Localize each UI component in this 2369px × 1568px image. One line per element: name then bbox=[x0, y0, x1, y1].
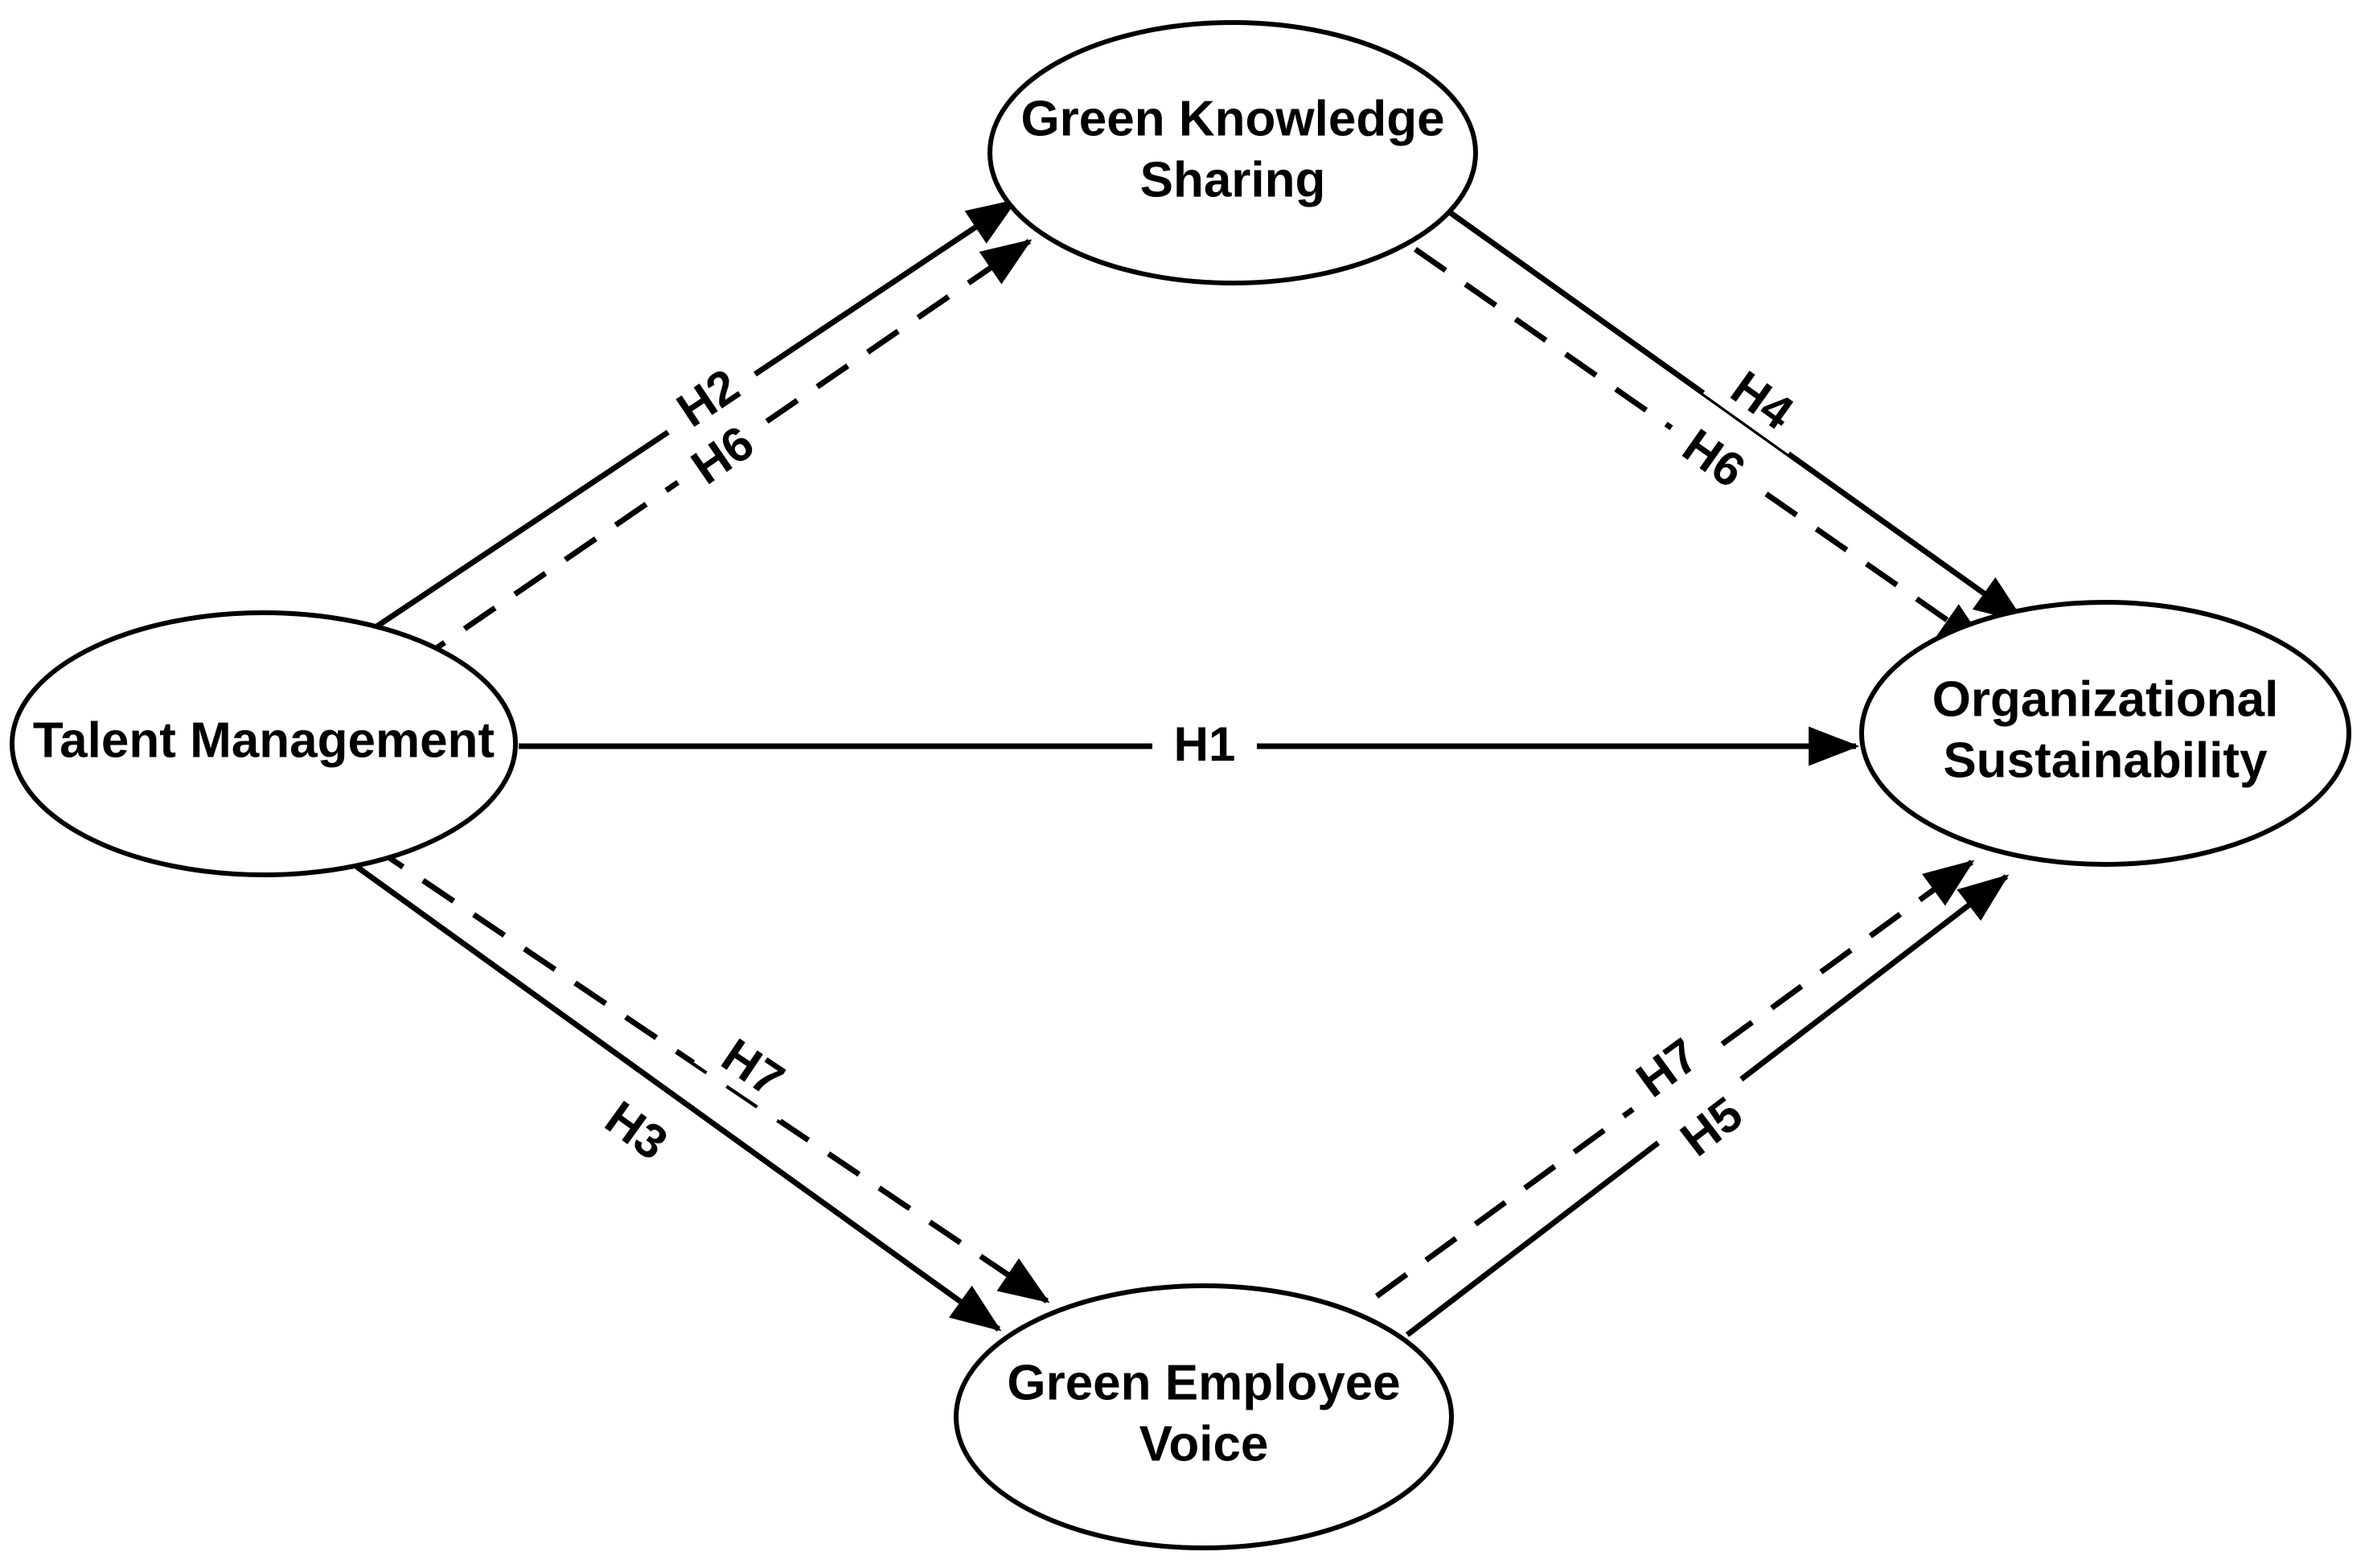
path-label-h2-backing bbox=[651, 348, 768, 451]
path-labels-layer: H1 H2 H6 H4 H6 H3 bbox=[577, 348, 1820, 1184]
organizational-sustainability-label-line2: Sustainability bbox=[1943, 733, 2268, 788]
path-label-h1-backing bbox=[1152, 720, 1257, 773]
node-green-employee-voice[interactable]: Green Employee Voice bbox=[954, 1283, 1454, 1550]
nodes-layer: Talent Management Green Knowledge Sharin… bbox=[10, 20, 2351, 1550]
path-label-h3: H3 bbox=[577, 1080, 694, 1184]
node-talent-management[interactable]: Talent Management bbox=[10, 610, 518, 877]
path-label-h3-backing bbox=[577, 1080, 694, 1184]
path-label-h1: H1 bbox=[1152, 717, 1257, 773]
paths-layer bbox=[320, 199, 2026, 1337]
path-label-h6-gks-os-backing bbox=[1654, 408, 1772, 512]
path-label-h5-backing bbox=[1655, 1075, 1771, 1181]
path-label-h6-tm-gks-backing bbox=[665, 404, 782, 509]
path-label-h4-backing bbox=[1702, 350, 1820, 454]
green-employee-voice-label-line2: Voice bbox=[1139, 1416, 1269, 1472]
talent-management-label-line1: Talent Management bbox=[33, 712, 495, 768]
path-h6-gks-os-line bbox=[1413, 247, 1989, 650]
node-organizational-sustainability[interactable]: Organizational Sustainability bbox=[1859, 600, 2351, 867]
path-label-h7-gev-os-backing bbox=[1611, 1016, 1726, 1123]
organizational-sustainability-ellipse bbox=[1859, 600, 2351, 867]
green-employee-voice-ellipse bbox=[954, 1283, 1454, 1550]
path-label-h7-tm-gev-backing bbox=[693, 1018, 811, 1121]
green-employee-voice-label-line1: Green Employee bbox=[1007, 1355, 1400, 1410]
green-knowledge-sharing-label-line1: Green Knowledge bbox=[1020, 91, 1444, 146]
green-knowledge-sharing-label-line2: Sharing bbox=[1140, 152, 1326, 207]
node-green-knowledge-sharing[interactable]: Green Knowledge Sharing bbox=[987, 20, 1478, 285]
path-h7-tm-gev-line bbox=[320, 810, 1050, 1303]
path-h3-line bbox=[343, 856, 1002, 1332]
organizational-sustainability-label-line1: Organizational bbox=[1932, 671, 2279, 727]
green-knowledge-sharing-ellipse bbox=[987, 20, 1478, 285]
path-label-h1-text: H1 bbox=[1174, 717, 1236, 771]
talent-management-ellipse bbox=[10, 610, 518, 877]
